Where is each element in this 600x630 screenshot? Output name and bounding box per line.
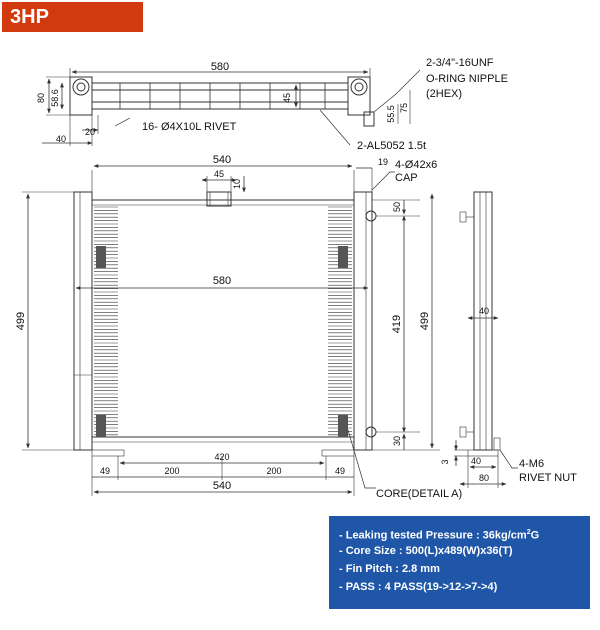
spec-pressure: - Leaking tested Pressure : 36kg/cm2G [339, 529, 540, 542]
spec-core-size: - Core Size : 500(L)x489(W)x36(T) [339, 545, 513, 557]
rivet-note: 16- Ø4X10L RIVET [142, 121, 237, 133]
front-dim-499-left: 499 [15, 312, 27, 330]
front-dim-50: 50 [392, 202, 402, 212]
side-view [454, 191, 518, 488]
front-dim-420: 420 [214, 452, 229, 462]
top-tank [91, 82, 349, 110]
front-dim-540-bottom: 540 [213, 480, 231, 492]
spec-panel: - Leaking tested Pressure : 36kg/cm2G - … [329, 516, 590, 609]
front-dim-30: 30 [392, 436, 402, 446]
front-dim-10: 10 [232, 179, 242, 189]
top-dim-20: 20 [85, 127, 95, 137]
rivet-nut-note-1: 4-M6 [519, 458, 544, 470]
side-tank [473, 191, 493, 451]
right-tank [353, 191, 373, 451]
side-dim-80: 80 [479, 473, 489, 483]
front-dim-49-right: 49 [335, 466, 345, 476]
side-dim-3: 3 [440, 459, 450, 464]
rivet-nut-note-2: RIVET NUT [519, 472, 577, 484]
cap-note-1: 4-Ø42x6 [395, 159, 437, 171]
front-dim-580: 580 [213, 275, 231, 287]
nipple-note-1: 2-3/4"-16UNF [426, 57, 494, 69]
top-dim-40: 40 [56, 134, 66, 144]
side-dim-40-mid: 40 [479, 306, 489, 316]
front-dim-45: 45 [214, 169, 224, 179]
top-dim-580: 580 [211, 61, 229, 73]
top-dim-75: 75 [399, 103, 409, 113]
top-dim-55-5: 55.5 [386, 105, 396, 123]
spec-pass: - PASS : 4 PASS(19->12->7->4) [339, 581, 498, 593]
model-badge: 3HP [2, 2, 143, 32]
material-note: 2-AL5052 1.5t [357, 140, 426, 152]
top-dim-80: 80 [36, 93, 46, 103]
top-dim-45: 45 [282, 93, 292, 103]
cap-note-2: CAP [395, 172, 418, 184]
nipple-note-3: (2HEX) [426, 88, 462, 100]
top-view [42, 68, 421, 146]
left-tank [73, 191, 93, 451]
upper-port [365, 210, 377, 222]
front-dim-200-left: 200 [164, 466, 179, 476]
side-dim-40-bottom: 40 [471, 456, 481, 466]
front-dim-540-top: 540 [213, 154, 231, 166]
core-note: CORE(DETAIL A) [376, 488, 462, 500]
spec-fin-pitch: - Fin Pitch : 2.8 mm [339, 563, 440, 575]
front-dim-499-right: 499 [419, 312, 431, 330]
front-dim-49-left: 49 [100, 466, 110, 476]
lower-port [365, 426, 377, 438]
o-ring-nipple [363, 111, 375, 127]
nipple-note-2: O-RING NIPPLE [426, 73, 508, 85]
front-dim-19: 19 [378, 157, 388, 167]
front-view [22, 164, 440, 496]
front-dim-200-right: 200 [266, 466, 281, 476]
top-dim-58-6: 58.6 [50, 89, 60, 107]
front-dim-419: 419 [391, 315, 403, 333]
